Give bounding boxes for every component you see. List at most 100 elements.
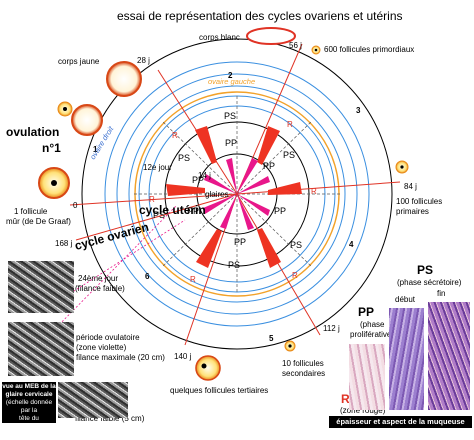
- legend-pp-title: PP: [358, 305, 374, 319]
- follicle-nucleus-icon: [51, 180, 57, 186]
- phase-ps: PS: [178, 153, 190, 163]
- cycle-number: 2: [228, 71, 233, 80]
- mov-line-1: période ovulatoire: [76, 333, 140, 342]
- ovulation-label: ovulation: [6, 125, 59, 139]
- follicules-secondaires-label: 10 follicules secondaires: [282, 359, 326, 378]
- corps-blanc-icon: [246, 27, 296, 45]
- follicule-mur-line-1: 1 follicule: [14, 207, 48, 216]
- cycle-numbers: 1 2 3 4 5 6: [93, 71, 361, 343]
- micrograph-ovulatoire-caption: période ovulatoire (zone violette) filan…: [76, 333, 165, 362]
- follicle-nucleus-icon: [201, 363, 207, 369]
- radial-dashes: [132, 96, 342, 292]
- legend-pp-desc: (phase proliférative): [350, 320, 394, 339]
- phase-pp: PP: [234, 237, 246, 247]
- cycle-number: 5: [269, 334, 274, 343]
- secondaires-line-1: 10 follicules: [282, 359, 324, 368]
- cycle-number: 6: [145, 272, 150, 281]
- mov-line-3: filance maximale (20 cm): [76, 353, 165, 362]
- follicle-nucleus-icon: [288, 344, 292, 348]
- legend-ps-desc: (phase sécrétoire): [397, 278, 462, 287]
- follicule-mur-label: 1 follicule mûr (de De Graaf): [6, 207, 71, 226]
- phase-ps: PS: [153, 210, 165, 220]
- r-label: R: [172, 131, 178, 140]
- meb-caption-box: vue au MEB de la glaire cervicale (échel…: [2, 382, 56, 430]
- meb-line-2: glaire cervicale: [5, 391, 53, 398]
- outer-ring: [81, 38, 393, 350]
- day-12: 12e jour: [143, 163, 172, 172]
- pp-desc-line-2: proliférative): [350, 330, 394, 339]
- cycle-number: 4: [349, 240, 354, 249]
- primaires-line-1: 100 follicules: [396, 197, 442, 206]
- day-84: 84 j: [404, 182, 417, 191]
- meb-line-3: (échelle donnée par la: [5, 399, 53, 414]
- micrograph-8-image: [58, 382, 128, 418]
- glaires-label: glaires: [205, 190, 229, 199]
- day-56: 56 j: [289, 41, 302, 50]
- meb-line-4: tête du spermatozoïde): [6, 415, 52, 430]
- day-28: 28 j: [137, 56, 150, 65]
- ovaire-gauche-label: ovaire gauche: [208, 77, 255, 86]
- diagram-title: essai de représentation des cycles ovari…: [117, 9, 403, 23]
- m8-line-2: filance faible (5 cm): [75, 414, 145, 423]
- mucosa-ps-debut-image: [389, 308, 424, 410]
- corps-jaune-label: corps jaune: [58, 57, 100, 66]
- day-112: 112 j: [323, 324, 340, 333]
- phase-pp: PP: [274, 206, 286, 216]
- day-14: 14 j: [198, 171, 211, 180]
- phase-pp: PP: [263, 161, 275, 171]
- phase-ps: PS: [283, 150, 295, 160]
- phase-ps: PS: [228, 260, 240, 270]
- r-label: R: [311, 187, 317, 196]
- follicules-tertiaires-label: quelques follicules tertiaires: [170, 386, 268, 395]
- day-168: 168 j: [55, 239, 73, 248]
- corps-jaune-icon: [71, 104, 103, 136]
- phase-pp: PP: [192, 175, 204, 185]
- ovulation-number: n°1: [42, 141, 61, 155]
- phase-pp: PP: [187, 206, 199, 216]
- micrograph-pointers: [47, 205, 186, 337]
- glaires-wedges: [203, 158, 270, 230]
- legend-fin: fin: [437, 289, 445, 298]
- cycle-number: 1: [93, 145, 98, 154]
- mucosa-caption-box: épaisseur et aspect de la muqueuse utéri…: [329, 416, 472, 438]
- legend-debut: début: [395, 295, 416, 304]
- follicle-nucleus-icon: [63, 107, 67, 111]
- m24-line-1: 24ème jour: [78, 274, 118, 283]
- mucosa-pp-image: [349, 344, 385, 410]
- follicules-primordiaux-label: 600 follicules primordiaux: [324, 45, 414, 54]
- r-desc-line-2: (zone rouge): [340, 406, 386, 415]
- primaires-line-2: primaires: [396, 207, 429, 216]
- tertiary-follicle-icon: [195, 355, 221, 381]
- r-label: R: [149, 195, 155, 204]
- micrograph-ovulatoire-image: [8, 322, 74, 376]
- pp-desc-line-1: (phase: [360, 320, 385, 329]
- menstruation-wedges: [166, 126, 302, 268]
- corps-blanc-label: corps blanc: [199, 33, 240, 42]
- phase-pp: PP: [225, 138, 237, 148]
- follicle-nucleus-icon: [314, 48, 318, 52]
- follicules-primaires-label: 100 follicules primaires: [396, 197, 444, 216]
- m24-line-2: (filance faible): [75, 284, 125, 293]
- phase-ps: PS: [224, 111, 236, 121]
- r-label: R: [292, 271, 298, 280]
- r-labels: R R R R R R: [149, 120, 317, 284]
- r-label: R: [190, 275, 196, 284]
- corps-jaune-icon: [106, 61, 142, 97]
- day-labels: 0 28 j 56 j 84 j 112 j 140 j 168 j 12e j…: [55, 41, 417, 361]
- mucosa-ps-fin-image: [428, 302, 470, 410]
- mov-line-2: (zone violette): [76, 343, 127, 352]
- r-label: R: [287, 120, 293, 129]
- day-0: 0: [73, 201, 78, 210]
- phase-labels: PS PS PS PS PS PS PP PP PP PP PP PP: [153, 111, 302, 270]
- secondaires-line-2: secondaires: [282, 369, 325, 378]
- meb-line-1: vue au MEB de la: [2, 383, 56, 390]
- micrograph-24-caption: 24ème jour (filance faible): [75, 274, 125, 293]
- micrograph-24-image: [8, 261, 74, 313]
- follicule-mur-line-2: mûr (de De Graaf): [6, 217, 71, 226]
- day-140: 140 j: [174, 352, 192, 361]
- cycle-number: 3: [356, 106, 361, 115]
- legend-r-title: R: [341, 392, 350, 406]
- follicle-nucleus-icon: [400, 165, 404, 169]
- phase-ps: PS: [290, 240, 302, 250]
